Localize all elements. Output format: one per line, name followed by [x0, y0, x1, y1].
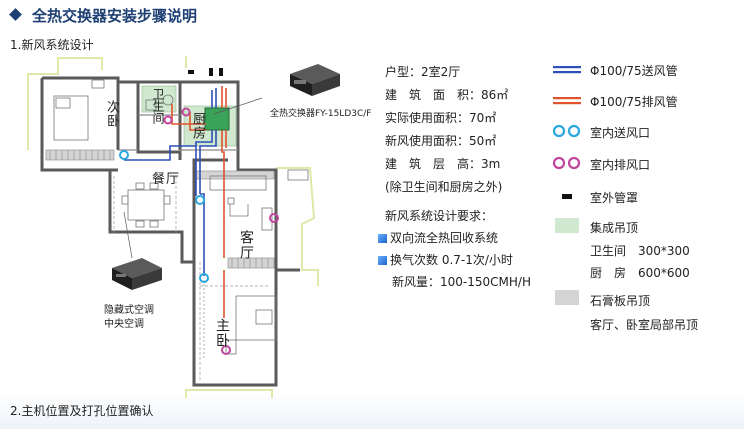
legend-supply-pipe: Φ100/75送风管: [590, 64, 678, 78]
room-label-dining: 餐厅: [152, 172, 181, 187]
requirement-text-2: 换气次数 0.7-1次/小时: [390, 253, 513, 267]
supply-pipes: [124, 88, 217, 276]
bullet-icon: [378, 234, 387, 243]
plan-outline: [27, 56, 319, 398]
spec-exclusion-note: (除卫生间和厨房之外): [385, 180, 503, 194]
legend-symbols: [552, 66, 581, 305]
legend-bathroom-size: 卫生间 300*300: [590, 244, 690, 258]
bathroom-ceiling: [141, 85, 177, 113]
airflow-requirement: 新风量：100-150CMH/H: [392, 275, 531, 289]
sofa: [209, 175, 267, 191]
spec-house-type: 户型：2室2厅: [385, 65, 461, 79]
room-label-master-bedroom: 主卧: [214, 318, 230, 348]
legend-gypsum-ceiling: 石膏板吊顶: [590, 294, 651, 308]
spec-usable-area: 实际使用面积：70㎡: [385, 111, 497, 125]
exhaust-outlets: [163, 107, 279, 355]
bed-master: [235, 295, 277, 341]
hidden-ac-label-2: 中央空调: [104, 319, 144, 330]
legend-outdoor-hood: 室外管罩: [590, 191, 639, 205]
device-leader-line: [213, 97, 263, 115]
legend-exhaust-pipe: Φ100/75排风管: [590, 95, 678, 109]
room-label-kitchen: 厨房: [190, 112, 205, 140]
requirements-title: 新风系统设计要求：: [385, 209, 494, 223]
section-1-heading: 1.新风系统设计: [10, 38, 94, 52]
spec-floor-height: 建 筑 层 高：3m: [385, 157, 501, 171]
bottom-band: [0, 392, 744, 429]
requirement-item-1: 双向流全热回收系统: [378, 229, 498, 246]
legend-gypsum-scope: 客厅、卧室局部吊顶: [590, 318, 699, 332]
room-label-bathroom: 卫生间: [151, 88, 165, 124]
requirement-text-1: 双向流全热回收系统: [390, 231, 499, 245]
legend-kitchen-size: 厨 房 600*600: [590, 266, 690, 280]
legend-integrated-ceiling: 集成吊顶: [590, 221, 639, 235]
dining-table: [127, 189, 165, 221]
hidden-ac-label-1: 隐藏式空调: [104, 305, 154, 316]
section-2-heading: 2.主机位置及打孔位置确认: [10, 404, 154, 418]
heat-exchanger-image: [290, 64, 340, 96]
heat-exchanger-unit: [204, 107, 230, 131]
spec-fresh-air-area: 新风使用面积：50㎡: [385, 134, 497, 148]
plan-walls: [40, 76, 300, 387]
outdoor-hoods: [188, 68, 223, 76]
bullet-icon: [378, 256, 387, 265]
room-label-living: 客厅: [238, 230, 254, 260]
ac-leader-line: [123, 211, 133, 259]
page-title: 全热交换器安装步骤说明: [32, 7, 198, 25]
legend-exhaust-outlet: 室内排风口: [590, 158, 651, 172]
bed-secondary: [53, 95, 89, 141]
room-label-secondary-bedroom: 次卧: [104, 100, 119, 128]
hidden-ac-image: [112, 258, 162, 290]
exhaust-pipes: [171, 86, 227, 318]
requirement-item-2: 换气次数 0.7-1次/小时: [378, 251, 513, 268]
legend-supply-outlet: 室内送风口: [590, 126, 651, 140]
spec-building-area: 建 筑 面 积：86㎡: [385, 88, 509, 102]
heat-exchanger-label: 全热交换器FY-15LD3C/F: [270, 109, 372, 119]
supply-outlets: [119, 150, 209, 283]
